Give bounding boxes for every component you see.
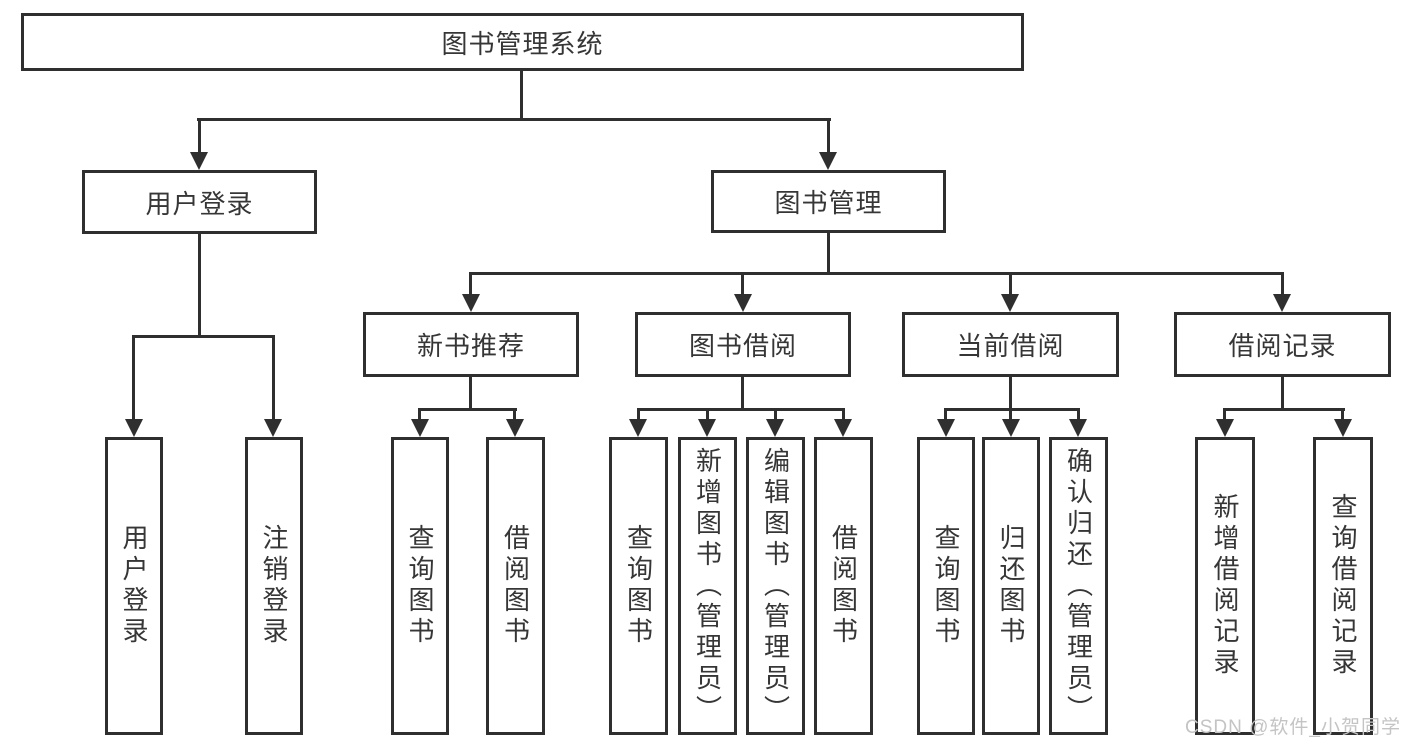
arrow-down-icon [1273,294,1291,312]
connector-line [513,408,516,424]
node-add-books-admin-leaf: 新增图书（管理员） [678,437,737,735]
arrow-down-icon [734,294,752,312]
connector-line [1009,272,1012,298]
node-new-book-recommendation: 新书推荐 [363,312,579,377]
node-label: 查询图书 [931,524,961,648]
node-borrow-books-leaf-1: 借阅图书 [486,437,545,735]
arrow-down-icon [264,419,282,437]
connector-line [1223,408,1226,424]
node-label: 注销登录 [259,524,289,648]
arrow-down-icon [937,419,955,437]
node-label: 用户登录 [145,188,254,219]
node-query-books-leaf-3: 查询图书 [917,437,975,735]
connector-line [1281,376,1284,410]
node-borrowing-records: 借阅记录 [1174,312,1391,377]
connector-line [132,335,135,423]
node-user-login-leaf: 用户登录 [105,437,163,735]
connector-line [469,272,472,298]
arrow-down-icon [629,419,647,437]
connector-line [637,408,845,411]
node-label: 图书管理系统 [441,28,604,59]
arrow-down-icon [1334,419,1352,437]
connector-line [198,118,201,154]
node-label: 新增图书（管理员） [692,446,723,726]
arrow-down-icon [125,419,143,437]
node-label: 新书推荐 [416,331,525,361]
connector-line [198,234,201,335]
arrow-down-icon [1069,419,1087,437]
arrow-down-icon [506,419,524,437]
arrow-down-icon [834,419,852,437]
arrow-down-icon [462,294,480,312]
arrow-down-icon [766,419,784,437]
arrow-down-icon [698,419,716,437]
node-label: 确认归还（管理员） [1063,446,1094,726]
node-label: 借阅图书 [828,524,859,648]
node-query-borrow-record-leaf: 查询借阅记录 [1313,437,1373,735]
node-logout-leaf: 注销登录 [245,437,303,735]
arrow-down-icon [1216,419,1234,437]
connector-line [944,408,947,424]
connector-line [1223,408,1345,411]
connector-line [944,408,1080,411]
connector-line [827,232,830,274]
arrow-down-icon [819,152,837,170]
node-query-books-leaf-1: 查询图书 [391,437,449,735]
connector-line [774,408,777,424]
node-label: 图书借阅 [688,331,797,361]
connector-line [1009,408,1012,424]
node-label: 用户登录 [119,524,149,648]
node-return-books-leaf: 归还图书 [982,437,1040,735]
connector-line [1009,376,1012,410]
connector-line [469,272,1284,275]
connector-line [1077,408,1080,424]
connector-line [197,118,831,121]
node-book-management: 图书管理 [711,170,946,233]
arrow-down-icon [190,152,208,170]
node-label: 查询图书 [405,524,435,648]
connector-line [418,408,421,424]
node-confirm-return-admin-leaf: 确认归还（管理员） [1049,437,1108,735]
connector-line [741,376,744,410]
connector-line [842,408,845,424]
connector-line [1281,272,1284,298]
connector-line [272,335,275,423]
node-label: 编辑图书（管理员） [760,446,791,726]
connector-line [637,408,640,424]
node-label: 新增借阅记录 [1210,493,1240,679]
connector-line [706,408,709,424]
arrow-down-icon [1002,419,1020,437]
node-query-books-leaf-2: 查询图书 [609,437,668,735]
node-user-login: 用户登录 [82,170,317,234]
connector-line [827,118,830,154]
node-borrow-books-leaf-2: 借阅图书 [814,437,873,735]
connector-line [469,376,472,410]
arrow-down-icon [1001,294,1019,312]
connector-line [418,408,517,411]
node-label: 查询借阅记录 [1328,493,1358,679]
node-label: 借阅记录 [1228,331,1337,361]
node-label: 图书管理 [774,188,883,218]
node-label: 当前借阅 [956,331,1065,361]
node-library-management-system: 图书管理系统 [21,13,1024,71]
node-current-borrowing: 当前借阅 [902,312,1119,377]
connector-line [132,335,275,338]
watermark: CSDN @软件_小贺同学 [1185,717,1401,738]
node-label: 查询图书 [623,524,654,648]
connector-line [741,272,744,298]
node-edit-books-admin-leaf: 编辑图书（管理员） [746,437,805,735]
arrow-down-icon [411,419,429,437]
connector-line [520,68,523,119]
node-book-borrowing: 图书借阅 [635,312,851,377]
node-label: 借阅图书 [500,524,531,648]
node-add-borrow-record-leaf: 新增借阅记录 [1195,437,1255,735]
node-label: 归还图书 [996,524,1026,648]
connector-line [1341,408,1344,424]
